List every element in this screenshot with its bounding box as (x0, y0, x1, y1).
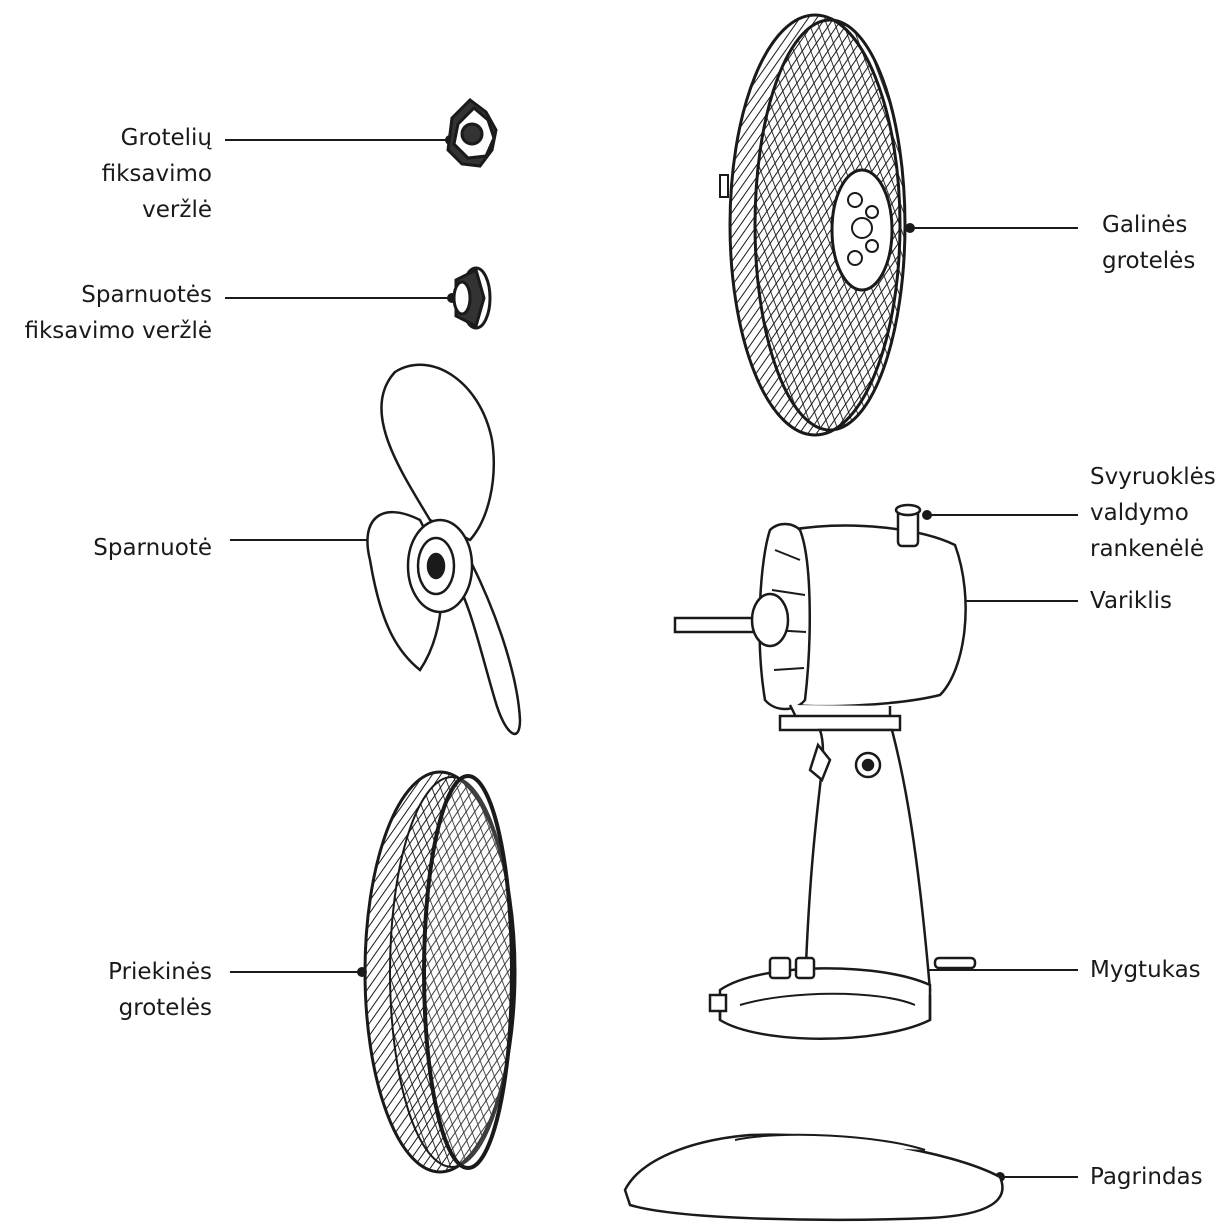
fan-blade-part (366, 363, 522, 735)
rear-grill-part (719, 13, 907, 437)
label-blade: Sparnuotė (93, 535, 212, 561)
label-grill-nut: Grotelių fiksavimo veržlė (101, 125, 212, 223)
blade-nut-part (452, 266, 492, 330)
grill-nut-part (446, 98, 498, 168)
stand-part (803, 728, 977, 992)
label-base: Pagrindas (1090, 1164, 1203, 1190)
front-grill-part (363, 770, 517, 1174)
label-front-grill: Priekinės grotelės (108, 959, 212, 1021)
label-button: Mygtukas (1090, 957, 1201, 983)
label-oscillation-knob: Svyruoklės valdymo rankenėlė (1090, 464, 1216, 562)
label-rear-grill: Galinės grotelės (1102, 212, 1196, 274)
label-blade-nut: Sparnuotės fiksavimo veržlė (24, 282, 212, 344)
base-part (623, 1133, 1004, 1222)
button-housing-part (708, 956, 932, 1040)
motor-part (673, 503, 967, 732)
label-motor: Variklis (1090, 588, 1172, 614)
